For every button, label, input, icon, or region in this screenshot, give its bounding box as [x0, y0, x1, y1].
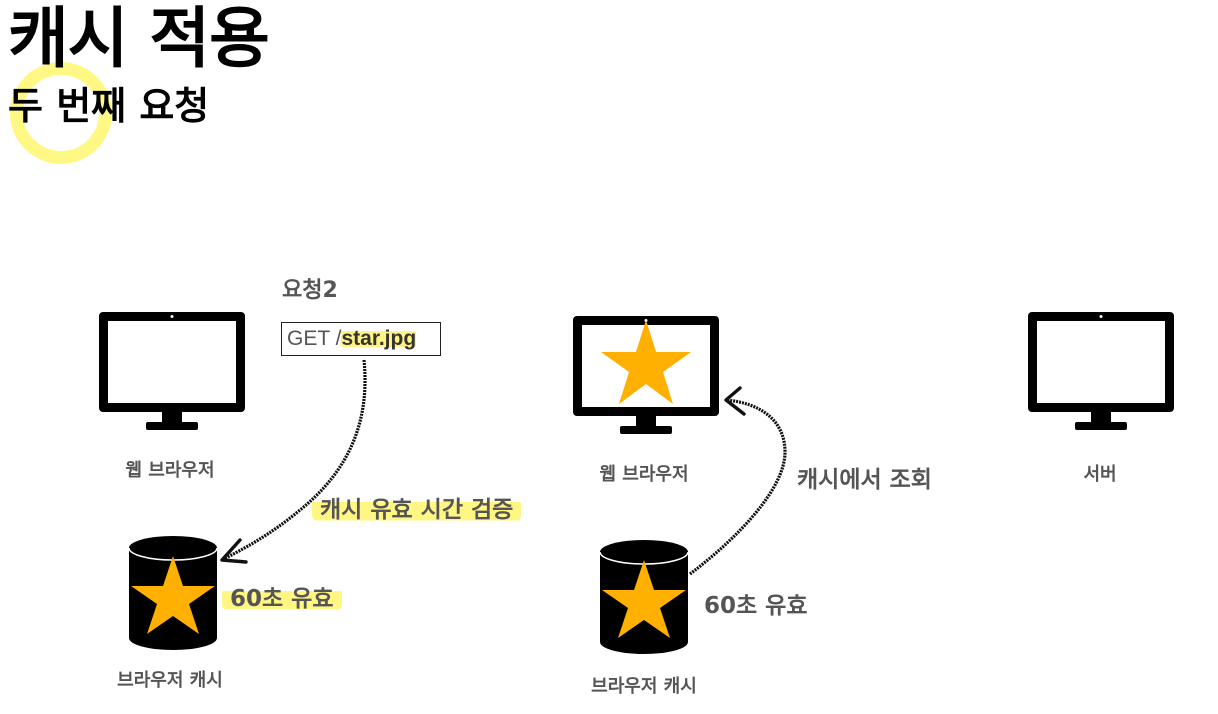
- browser-left-label: 웹 브라우저: [125, 460, 215, 481]
- page-title: 캐시 적용: [8, 0, 270, 77]
- star-icon: [602, 560, 686, 638]
- valid-left-text: 60초 유효: [222, 586, 342, 612]
- browser-right-label: 웹 브라우저: [599, 464, 689, 485]
- monitor-icon-left: [99, 312, 245, 430]
- server-label: 서버: [1083, 464, 1117, 485]
- valid-left-annotation: 60초 유효: [222, 579, 342, 613]
- lookup-annotation: 캐시에서 조회: [797, 467, 932, 493]
- request-file: star.jpg: [341, 327, 417, 350]
- validate-annotation: 캐시 유효 시간 검증: [312, 490, 522, 524]
- request-box: GET /star.jpg: [281, 322, 441, 356]
- cache-right-label: 브라우저 캐시: [591, 676, 697, 697]
- monitor-icon-middle: [573, 316, 719, 434]
- monitor-icon-server: [1028, 312, 1174, 430]
- cylinder-icon-left: [128, 536, 218, 650]
- cache-left-label: 브라우저 캐시: [117, 670, 223, 691]
- request-method-path: GET /: [287, 327, 342, 350]
- star-icon: [131, 556, 215, 634]
- request-label: 요청2: [282, 278, 338, 303]
- star-icon: [601, 320, 691, 404]
- validate-text: 캐시 유효 시간 검증: [312, 497, 522, 523]
- page-subtitle: 두 번째 요청: [8, 84, 210, 128]
- valid-right-annotation: 60초 유효: [704, 593, 808, 619]
- cylinder-icon-right: [599, 540, 689, 654]
